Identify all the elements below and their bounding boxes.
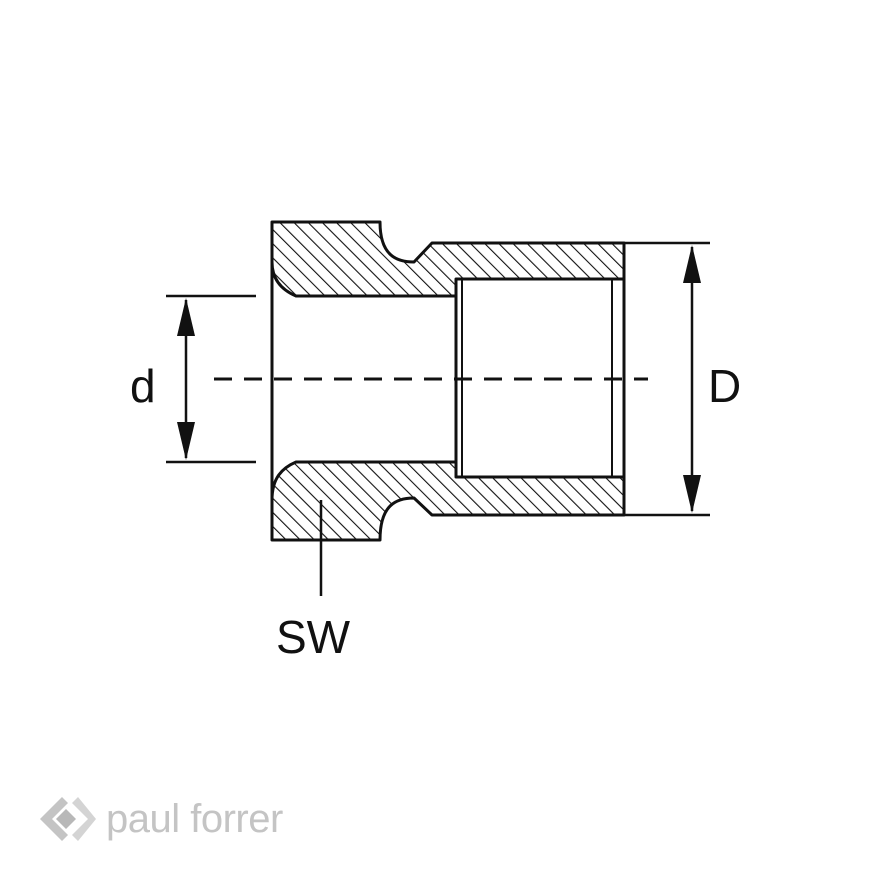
- lower-wall-section: [270, 460, 626, 542]
- upper-wall-section: [270, 220, 626, 298]
- brand-logo: paul forrer: [36, 793, 283, 845]
- wrench-size-label: SW: [276, 611, 351, 663]
- D-arrow-down: [683, 475, 701, 513]
- brand-name: paul forrer: [106, 796, 283, 841]
- d-arrow-up: [177, 298, 195, 336]
- diamond-chevron-logo-icon: [40, 797, 96, 841]
- outer-diameter-label: D: [708, 360, 742, 412]
- d-arrow-down: [177, 422, 195, 460]
- D-arrow-up: [683, 245, 701, 283]
- inner-diameter-label: d: [130, 360, 156, 412]
